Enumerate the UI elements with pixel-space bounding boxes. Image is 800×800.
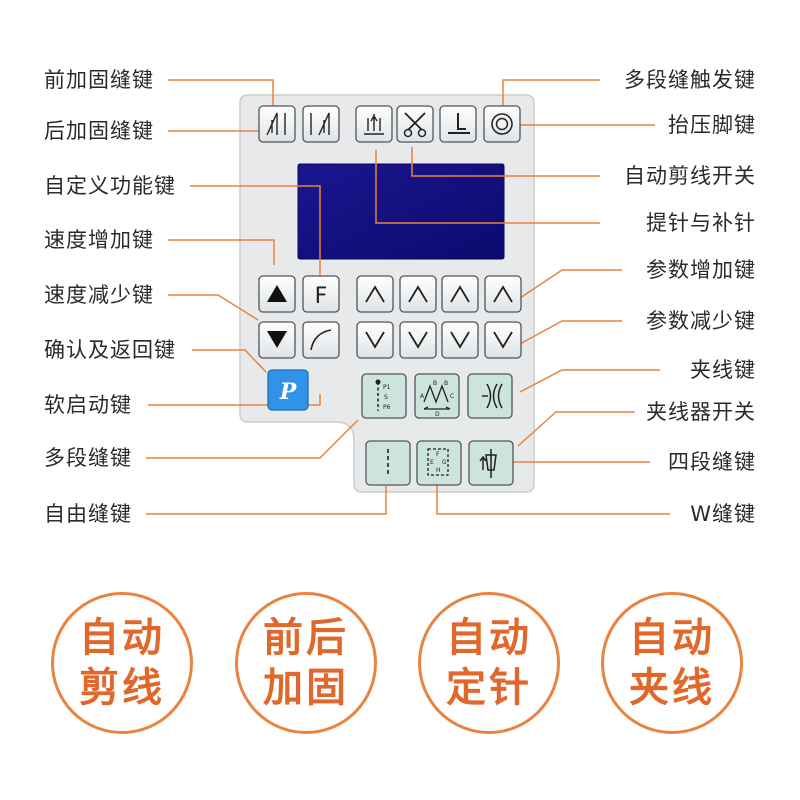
chevron-up-icon bbox=[365, 285, 385, 303]
w-stitch-mark-b1: B bbox=[433, 380, 437, 387]
soft-start-curve-icon bbox=[310, 329, 332, 351]
w-stitch-mark-c: C bbox=[450, 393, 454, 400]
label-front-reinforce: 前加固缝键 bbox=[44, 68, 154, 92]
soft-start-key[interactable] bbox=[302, 321, 340, 359]
custom-function-key-letter: F bbox=[315, 284, 328, 309]
front-reinforce-icon bbox=[266, 112, 286, 136]
badge-auto-needle-position: 自动 定针 bbox=[418, 592, 560, 734]
scissors-icon bbox=[404, 112, 426, 131]
badge-line-2: 夹线 bbox=[629, 665, 715, 711]
badge-line-2: 定针 bbox=[446, 665, 532, 711]
label-custom-function: 自定义功能键 bbox=[44, 174, 176, 198]
param-down-key-3[interactable] bbox=[441, 321, 479, 359]
w-stitch-icon bbox=[423, 384, 451, 410]
four-stitch-key[interactable] bbox=[416, 440, 462, 486]
param-up-key-3[interactable] bbox=[441, 275, 479, 313]
label-w-stitch: W缝键 bbox=[690, 502, 756, 526]
chevron-up-icon bbox=[493, 285, 513, 303]
badge-line-2: 剪线 bbox=[79, 665, 165, 711]
multi-stitch-dot-icon bbox=[375, 379, 381, 385]
chevron-down-icon bbox=[450, 331, 470, 349]
label-needle-up-down: 提针与补针 bbox=[646, 211, 756, 235]
thread-clamp-icon bbox=[482, 383, 503, 409]
triangle-up-icon bbox=[267, 285, 287, 302]
w-stitch-key[interactable] bbox=[414, 373, 460, 419]
four-stitch-mark-f: F bbox=[436, 451, 440, 458]
chevron-down-icon bbox=[493, 331, 513, 349]
badge-auto-trim: 自动 剪线 bbox=[51, 592, 193, 734]
chevron-down-icon bbox=[408, 331, 428, 349]
scissors-ring-left bbox=[403, 128, 413, 138]
back-reinforce-icon bbox=[310, 112, 330, 136]
lcd-screen bbox=[297, 163, 505, 260]
stitch-mode-keys bbox=[361, 373, 514, 486]
param-down-key-4[interactable] bbox=[484, 321, 522, 359]
label-multi-stitch-trigger: 多段缝触发键 bbox=[624, 68, 756, 92]
w-stitch-mark-d: D bbox=[435, 411, 440, 418]
custom-function-key[interactable] bbox=[302, 275, 340, 313]
trigger-ring-outer-icon bbox=[491, 113, 513, 135]
triangle-down-icon bbox=[267, 331, 287, 348]
confirm-return-key[interactable] bbox=[267, 369, 309, 411]
label-speed-up: 速度增加键 bbox=[44, 228, 154, 252]
multi-stitch-mark-s: S bbox=[384, 394, 388, 401]
four-stitch-mark-e: E bbox=[430, 459, 434, 466]
scissors-ring-right bbox=[417, 128, 427, 138]
needle-up-down-icon bbox=[364, 114, 384, 135]
badge-line-1: 自动 bbox=[79, 615, 165, 661]
chevron-up-icon bbox=[450, 285, 470, 303]
four-stitch-mark-g: G bbox=[442, 459, 447, 466]
top-row-keys bbox=[258, 105, 521, 143]
label-multi-stitch: 多段缝键 bbox=[44, 446, 132, 470]
label-auto-trim: 自动剪线开关 bbox=[624, 164, 756, 188]
label-thread-clamp: 夹线键 bbox=[690, 358, 756, 382]
w-stitch-mark-b2: B bbox=[444, 380, 448, 387]
four-stitch-mark-h: H bbox=[436, 467, 441, 474]
badge-line-1: 自动 bbox=[629, 615, 715, 661]
back-reinforce-key[interactable] bbox=[302, 105, 340, 143]
chevron-down-icon bbox=[365, 331, 385, 349]
parameter-keys bbox=[356, 275, 522, 359]
param-down-key-1[interactable] bbox=[356, 321, 394, 359]
label-free-stitch: 自由缝键 bbox=[44, 502, 132, 526]
param-down-key-2[interactable] bbox=[399, 321, 437, 359]
param-up-key-2[interactable] bbox=[399, 275, 437, 313]
label-speed-down: 速度减少键 bbox=[44, 283, 154, 307]
badge-auto-thread-clamp: 自动 夹线 bbox=[601, 592, 743, 734]
label-param-up: 参数增加键 bbox=[646, 258, 756, 282]
multi-stitch-key[interactable] bbox=[361, 373, 407, 419]
needle-thread-icon bbox=[479, 449, 497, 478]
badge-reinforce: 前后 加固 bbox=[235, 592, 377, 734]
label-thread-clamp-switch: 夹线器开关 bbox=[646, 400, 756, 424]
label-soft-start: 软启动键 bbox=[44, 393, 132, 417]
label-four-stitch: 四段缝键 bbox=[668, 450, 756, 474]
w-stitch-mark-a: A bbox=[420, 393, 425, 400]
label-presser-foot: 抬压脚键 bbox=[668, 113, 756, 137]
chevron-up-icon bbox=[408, 285, 428, 303]
label-param-down: 参数减少键 bbox=[646, 309, 756, 333]
trigger-ring-inner-icon bbox=[495, 117, 509, 131]
badge-line-1: 前后 bbox=[263, 615, 349, 661]
four-stitch-icon bbox=[427, 448, 449, 476]
confirm-return-key-letter: P bbox=[279, 379, 298, 405]
multi-stitch-mark-p6: P6 bbox=[383, 404, 391, 411]
multi-stitch-mark-p1: P1 bbox=[383, 384, 391, 391]
multi-stitch-trigger-key[interactable] bbox=[483, 105, 521, 143]
label-back-reinforce: 后加固缝键 bbox=[44, 119, 154, 143]
presser-foot-icon bbox=[448, 113, 470, 134]
left-keys bbox=[258, 275, 340, 411]
label-confirm-return: 确认及返回键 bbox=[44, 338, 176, 362]
badge-line-1: 自动 bbox=[446, 615, 532, 661]
badge-line-2: 加固 bbox=[263, 665, 349, 711]
param-up-key-1[interactable] bbox=[356, 275, 394, 313]
param-up-key-4[interactable] bbox=[484, 275, 522, 313]
